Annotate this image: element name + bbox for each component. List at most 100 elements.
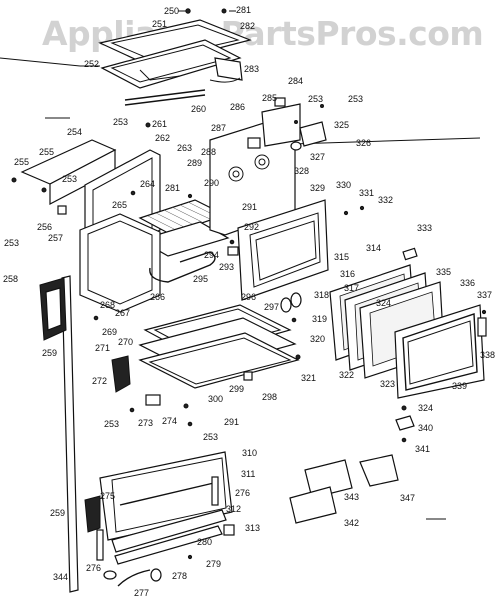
part-label-261: 261 (152, 119, 167, 129)
part-label-250: 250 (164, 6, 179, 16)
part-label-300: 300 (208, 394, 223, 404)
part-label-327: 327 (310, 152, 325, 162)
part-label-310: 310 (242, 448, 257, 458)
part-label-347: 347 (400, 493, 415, 503)
part-label-253g: 253 (203, 432, 218, 442)
part-label-319: 319 (312, 314, 327, 324)
part-label-286: 286 (230, 102, 245, 112)
part-label-275: 275 (100, 491, 115, 501)
part-label-257: 257 (48, 233, 63, 243)
part-label-332: 332 (378, 195, 393, 205)
part-label-330: 330 (336, 180, 351, 190)
part-label-267: 267 (115, 308, 130, 318)
part-label-322: 322 (339, 370, 354, 380)
part-label-293: 293 (219, 262, 234, 272)
part-label-276a: 276 (235, 488, 250, 498)
part-label-272: 272 (92, 376, 107, 386)
part-label-263: 263 (177, 143, 192, 153)
part-label-280: 280 (197, 537, 212, 547)
part-label-323: 323 (380, 379, 395, 389)
part-label-254: 254 (67, 127, 82, 137)
part-label-255b: 255 (14, 157, 29, 167)
part-label-269: 269 (102, 327, 117, 337)
part-label-321: 321 (301, 373, 316, 383)
part-label-292: 292 (244, 222, 259, 232)
part-label-274: 274 (162, 416, 177, 426)
part-label-290: 290 (204, 178, 219, 188)
part-label-315: 315 (334, 252, 349, 262)
part-label-282: 282 (240, 21, 255, 31)
part-label-259b: 259 (50, 508, 65, 518)
part-label-279: 279 (206, 559, 221, 569)
part-label-325: 325 (334, 120, 349, 130)
part-label-262: 262 (155, 133, 170, 143)
part-label-296: 296 (241, 292, 256, 302)
part-label-285: 285 (262, 93, 277, 103)
part-label-335: 335 (436, 267, 451, 277)
part-label-260: 260 (191, 104, 206, 114)
part-label-337: 337 (477, 290, 492, 300)
door-assembly (329, 247, 485, 399)
part-label-343: 343 (344, 492, 359, 502)
part-label-340: 340 (418, 423, 433, 433)
left-stile (39, 275, 79, 593)
part-label-329: 329 (310, 183, 325, 193)
part-label-287: 287 (211, 123, 226, 133)
part-label-268: 268 (100, 300, 115, 310)
part-label-276b: 276 (86, 563, 101, 573)
part-label-289: 289 (187, 158, 202, 168)
part-label-278: 278 (172, 571, 187, 581)
part-label-299: 299 (229, 384, 244, 394)
part-label-266: 266 (150, 292, 165, 302)
part-label-333: 333 (417, 223, 432, 233)
cooktop-assembly (98, 8, 252, 128)
part-label-339: 339 (452, 381, 467, 391)
part-label-324b: 324 (418, 403, 433, 413)
part-label-277: 277 (134, 588, 149, 598)
part-label-273: 273 (138, 418, 153, 428)
part-label-318: 318 (314, 290, 329, 300)
part-label-297: 297 (264, 302, 279, 312)
part-label-331: 331 (359, 188, 374, 198)
part-label-270: 270 (118, 337, 133, 347)
part-label-283: 283 (244, 64, 259, 74)
part-label-251: 251 (152, 19, 167, 29)
part-label-314: 314 (366, 243, 381, 253)
part-label-344: 344 (53, 572, 68, 582)
part-label-295: 295 (193, 274, 208, 284)
broiler-pan (138, 304, 300, 389)
part-label-284: 284 (288, 76, 303, 86)
part-label-317: 317 (344, 283, 359, 293)
part-label-320: 320 (310, 334, 325, 344)
part-label-271: 271 (95, 343, 110, 353)
part-label-253e: 253 (4, 238, 19, 248)
part-label-338: 338 (480, 350, 495, 360)
part-label-255: 255 (39, 147, 54, 157)
part-label-253d: 253 (62, 174, 77, 184)
part-label-326: 326 (356, 138, 371, 148)
part-label-281b: 281 (165, 183, 180, 193)
part-label-311: 311 (241, 469, 255, 479)
part-label-253b: 253 (348, 94, 363, 104)
part-label-253a: 253 (308, 94, 323, 104)
bottom-trim (84, 451, 235, 587)
part-label-264: 264 (140, 179, 155, 189)
part-label-313: 313 (245, 523, 260, 533)
part-label-316: 316 (340, 269, 355, 279)
part-label-256: 256 (37, 222, 52, 232)
side-panel (20, 139, 117, 205)
part-label-328: 328 (294, 166, 309, 176)
oven-liner (79, 149, 230, 313)
part-label-291a: 291 (242, 202, 257, 212)
part-label-342: 342 (344, 518, 359, 528)
part-label-259a: 259 (42, 348, 57, 358)
part-label-324a: 324 (376, 298, 391, 308)
part-label-341: 341 (415, 444, 430, 454)
part-label-258: 258 (3, 274, 18, 284)
part-label-281a: 281 (236, 5, 251, 15)
part-label-336: 336 (460, 278, 475, 288)
part-label-253f: 253 (104, 419, 119, 429)
part-label-298: 298 (262, 392, 277, 402)
